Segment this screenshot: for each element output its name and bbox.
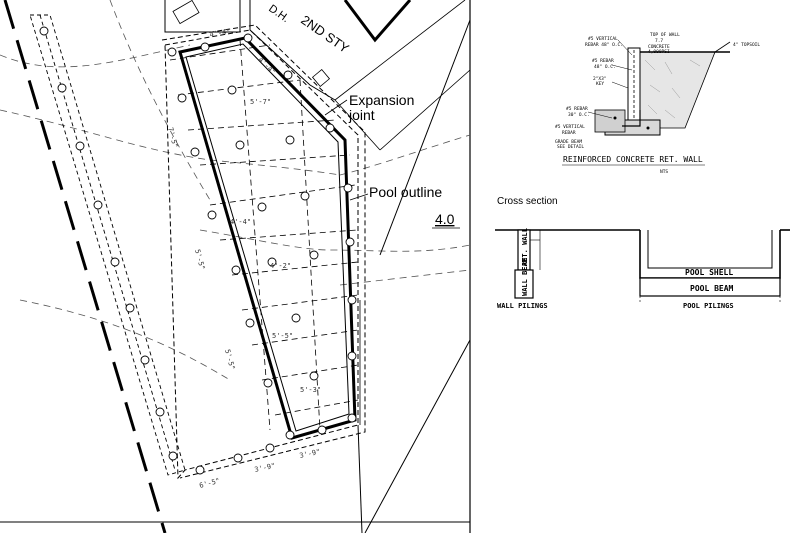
pool-outline-label: Pool outline [369, 184, 442, 200]
expansion-leader [324, 99, 348, 116]
note-vert-rebar-b-2: REBAR [562, 130, 576, 136]
dim-inner-5: 5'-3" [300, 386, 321, 394]
building-label-2: D.H. [266, 3, 291, 25]
dim-left-2: 5'-5" [193, 248, 206, 270]
wall-beam-label: WALL BEAM [521, 258, 529, 296]
wall-detail-scale: NTS [660, 169, 668, 175]
contour-lines [0, 0, 471, 381]
dim-inner-1: 5'-7" [250, 98, 271, 106]
dim-bottom-2: 3'-9" [299, 448, 321, 460]
note-rebar-oc: #5 REBAR [592, 58, 614, 64]
pool-shell-label: POOL SHELL [685, 268, 733, 277]
pool-shell-inner [647, 230, 773, 269]
site-plan: 2ND STY D.H. [0, 0, 471, 533]
dim-inner-4: 4'-4" [230, 218, 251, 226]
dim-inner-3: 5'-5" [272, 332, 293, 340]
pool-outline [178, 36, 357, 440]
note-concrete: CONCRETE [648, 44, 670, 50]
pool-inner-outline [185, 43, 350, 432]
elevation-label: 4.0 [435, 211, 455, 227]
expansion-label: Expansion [349, 92, 414, 108]
cross-section-title: Cross section [497, 196, 558, 207]
soil-hatch [644, 59, 701, 119]
note-rebar-30: #5 REBAR [566, 106, 588, 112]
pool-base-outline [161, 24, 366, 480]
wall-piling-circles [39, 26, 178, 461]
pool-beam [639, 277, 781, 297]
wall-detail-title: REINFORCED CONCRETE RET. WALL [563, 155, 703, 164]
wall-beam [514, 269, 534, 299]
pool-beam-label: POOL BEAM [690, 284, 734, 293]
building-outline [164, 0, 471, 151]
building-label: 2ND STY [298, 12, 352, 56]
dim-top-1: 4'-4" [209, 27, 231, 39]
wall-detail: TOP OF WALL 7.7 CONCRETE 4,000PSI #5 VER… [555, 32, 760, 175]
property-line [3, 0, 167, 533]
dim-inner-2: 4'-2" [270, 262, 291, 270]
note-vert-rebar-2: REBAR 48" O.C. [585, 42, 623, 48]
setback-line [379, 19, 471, 256]
wall-pilings-strip [29, 14, 186, 476]
pool-pilings-label: POOL PILINGS [683, 302, 734, 310]
note-grade-beam-2: SEE DETAIL [557, 144, 584, 150]
setback-line-3 [357, 424, 363, 533]
note-top-of-wall: TOP OF WALL [650, 32, 680, 38]
note-rebar-oc-2: 48" O.C. [594, 64, 616, 70]
setback-line-2 [364, 339, 471, 533]
note-key: 2"X3" [593, 76, 607, 82]
joint-label: joint [348, 107, 375, 123]
dim-bottom-1: 6'-5" [198, 477, 220, 490]
grade-beam [594, 109, 626, 133]
dim-left-3: 5'-5" [223, 348, 236, 370]
cross-section: Cross section RET. WALL WALL BEAM WALL P… [495, 196, 790, 310]
pool-piling-circles [167, 33, 357, 475]
backfill-soil [639, 51, 716, 129]
note-vert-rebar-b: #5 VERTICAL [555, 124, 585, 130]
note-rebar-30-2: 30" O.C. [568, 112, 590, 118]
rebar-hook [622, 110, 641, 127]
note-top-of-wall-elev: 7.7 [655, 38, 663, 44]
outline-leader [349, 193, 369, 201]
dim-bottom-3: 3'-9" [254, 462, 276, 474]
note-key-2: KEY [596, 81, 604, 87]
note-concrete-2: 4,000PSI [648, 49, 670, 55]
ret-wall-label: RET. WALL [521, 228, 529, 266]
note-vert-rebar: #5 VERTICAL [588, 36, 618, 42]
note-topsoil: 4" TOPSOIL [733, 42, 760, 48]
note-grade-beam: GRADE BEAM [555, 139, 582, 145]
wall-pilings-label: WALL PILINGS [497, 302, 548, 310]
